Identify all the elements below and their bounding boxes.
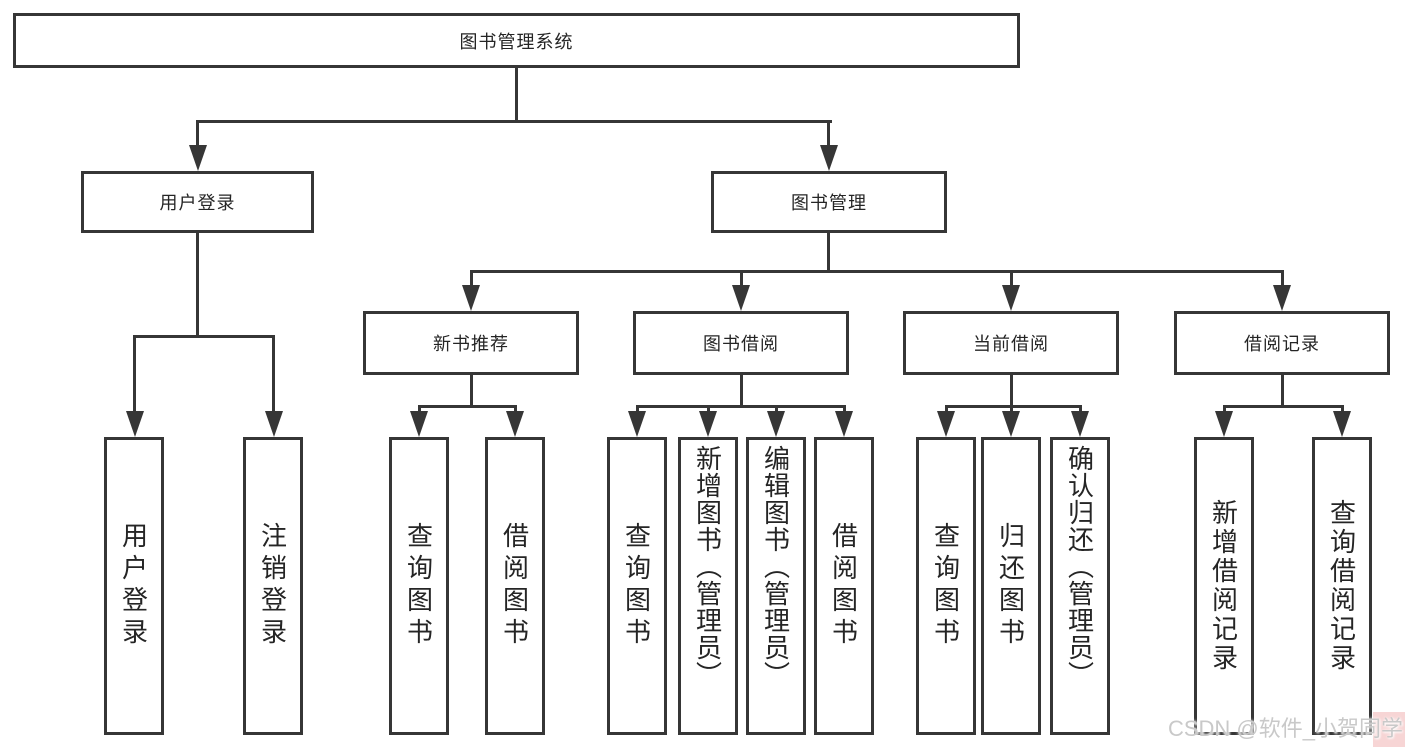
connector-line [1079,405,1082,414]
node-user-login: 用户登录 [81,171,314,233]
leaf-query-books-2: 查询图书 [607,437,667,735]
connector-line [636,405,639,414]
leaf-edit-books-admin: 编辑图书（管理员） [746,437,806,735]
leaf-add-borrow-record: 新增借阅记录 [1194,437,1254,735]
connector-line [1341,405,1344,414]
node-book-management: 图书管理 [711,171,947,233]
node-book-borrowing: 图书借阅 [633,311,849,375]
arrow-down-icon [462,285,480,311]
leaf-label: 编辑图书（管理员） [760,445,791,688]
leaf-query-books-3: 查询图书 [916,437,976,735]
connector-line [1223,405,1226,414]
leaf-label: 用户登录 [118,522,149,650]
connector-line [515,67,518,121]
connector-line [740,270,743,287]
connector-line [843,405,846,414]
node-root-label: 图书管理系统 [459,31,574,52]
arrow-down-icon [506,411,524,437]
connector-line [1223,405,1344,408]
connector-line [196,233,199,338]
arrow-down-icon [628,411,646,437]
arrow-down-icon [189,145,207,171]
connector-line [1010,270,1013,287]
leaf-query-books-1: 查询图书 [389,437,449,735]
arrow-down-icon [835,411,853,437]
arrow-down-icon [1215,411,1233,437]
leaf-return-books: 归还图书 [981,437,1041,735]
connector-line [827,233,830,272]
leaf-label: 新增借阅记录 [1208,499,1239,673]
leaf-label: 查询借阅记录 [1326,499,1357,673]
leaf-label: 确认归还（管理员） [1064,445,1095,688]
leaf-label: 借阅图书 [828,522,859,650]
arrow-down-icon [1333,411,1351,437]
arrow-down-icon [410,411,428,437]
arrow-down-icon [732,285,750,311]
arrow-down-icon [1273,285,1291,311]
node-user-login-label: 用户登录 [159,193,236,213]
connector-line [133,335,275,338]
connector-line [775,405,778,414]
arrow-down-icon [937,411,955,437]
arrow-down-icon [126,411,144,437]
leaf-confirm-return-admin: 确认归还（管理员） [1050,437,1110,735]
leaf-label: 查询图书 [930,522,961,650]
leaf-label: 借阅图书 [499,522,530,650]
connector-line [418,405,421,414]
connector-line [133,335,136,414]
node-book-borrowing-label: 图书借阅 [703,334,779,354]
leaf-user-login: 用户登录 [104,437,164,735]
node-root: 图书管理系统 [13,13,1020,68]
leaf-label: 新增图书（管理员） [692,445,723,688]
connector-line [196,120,832,123]
connector-line [470,270,1283,273]
leaf-logout: 注销登录 [243,437,303,735]
node-new-book-recommend-label: 新书推荐 [433,334,509,354]
arrow-down-icon [699,411,717,437]
leaf-label: 归还图书 [995,522,1026,650]
leaf-borrow-books-1: 借阅图书 [485,437,545,735]
node-borrowing-records-label: 借阅记录 [1244,334,1320,354]
leaf-borrow-books-2: 借阅图书 [814,437,874,735]
connector-line [272,335,275,414]
arrow-down-icon [1071,411,1089,437]
connector-line [1010,375,1013,408]
node-borrowing-records: 借阅记录 [1174,311,1390,375]
leaf-label: 查询图书 [403,522,434,650]
connector-line [636,405,846,408]
connector-line [1010,405,1013,414]
connector-line [1281,270,1284,287]
arrow-down-icon [767,411,785,437]
connector-line [470,270,473,287]
node-current-borrowing-label: 当前借阅 [973,334,1049,354]
leaf-label: 查询图书 [621,522,652,650]
connector-line [945,405,1082,408]
arrow-down-icon [265,411,283,437]
arrow-down-icon [1002,411,1020,437]
connector-line [740,375,743,408]
watermark-highlight [1373,712,1405,747]
connector-line [707,405,710,414]
leaf-query-borrow-record: 查询借阅记录 [1312,437,1372,735]
watermark-text: CSDN @软件_小贺同学 [1167,716,1403,741]
connector-line [514,405,517,414]
connector-line [418,405,517,408]
connector-line [470,375,473,408]
node-book-management-label: 图书管理 [791,193,867,213]
connector-line [945,405,948,414]
node-new-book-recommend: 新书推荐 [363,311,579,375]
leaf-add-books-admin: 新增图书（管理员） [678,437,738,735]
arrow-down-icon [1002,285,1020,311]
node-current-borrowing: 当前借阅 [903,311,1119,375]
connector-line [196,120,199,148]
connector-line [827,120,830,148]
arrow-down-icon [820,145,838,171]
leaf-label: 注销登录 [257,522,288,650]
connector-line [1281,375,1284,408]
